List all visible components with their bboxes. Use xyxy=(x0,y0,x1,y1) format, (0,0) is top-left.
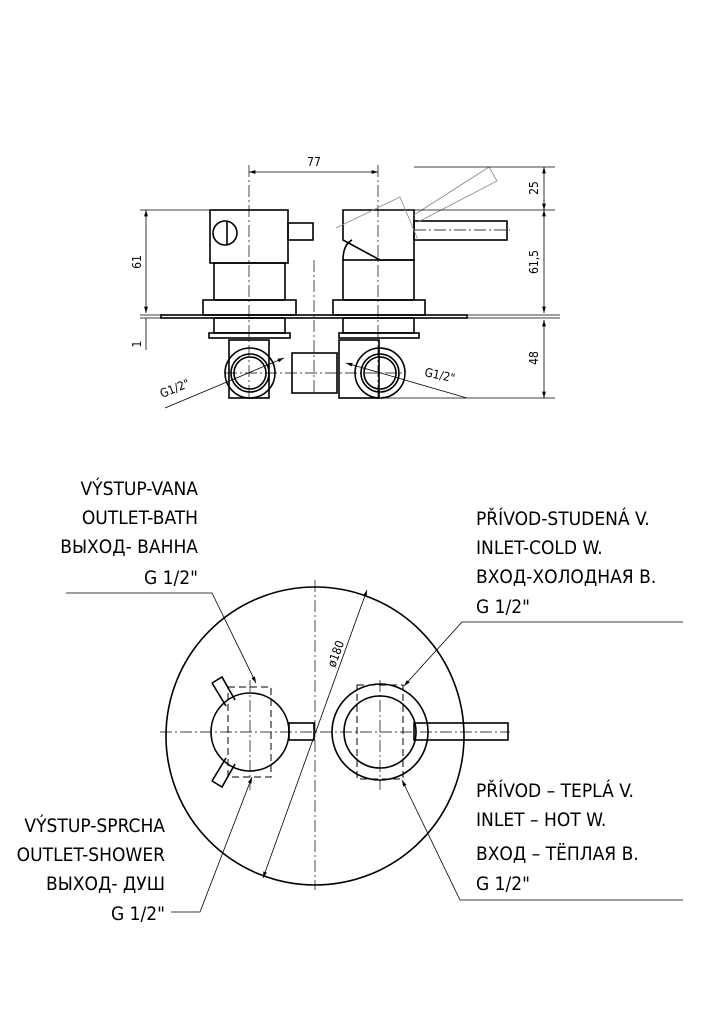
right-handle-body xyxy=(342,209,415,261)
svg-text:G 1/2": G 1/2" xyxy=(476,873,530,895)
label-outlet-bath: VÝSTUP-VANA OUTLET-BATH ВЫХОД- ВАННА G 1… xyxy=(60,477,198,589)
svg-text:ВХОД-ХОЛОДНАЯ В.: ВХОД-ХОЛОДНАЯ В. xyxy=(476,566,656,588)
dim-left-plate: 1 xyxy=(130,341,144,348)
svg-text:OUTLET-SHOWER: OUTLET-SHOWER xyxy=(17,844,165,866)
svg-text:ВХОД – ТЁПЛАЯ В.: ВХОД – ТЁПЛАЯ В. xyxy=(476,842,639,865)
svg-text:INLET – HOT W.: INLET – HOT W. xyxy=(476,809,606,831)
right-lever xyxy=(413,220,508,241)
svg-text:VÝSTUP-VANA: VÝSTUP-VANA xyxy=(80,477,198,500)
dim-spacing: 77 xyxy=(307,155,321,169)
thread-right-label: G1/2" xyxy=(423,365,456,385)
svg-text:PŘÍVOD-STUDENÁ V.: PŘÍVOD-STUDENÁ V. xyxy=(476,507,650,530)
svg-text:G 1/2": G 1/2" xyxy=(144,567,198,589)
label-inlet-hot: PŘÍVOD – TEPLÁ V. INLET – HOT W. ВХОД – … xyxy=(476,779,639,895)
mixer-lever xyxy=(413,722,509,741)
svg-text:G 1/2": G 1/2" xyxy=(476,596,530,618)
dim-right-mid: 61,5 xyxy=(527,250,541,274)
left-knob-icon xyxy=(212,220,238,246)
front-view: ø180 VÝSTUP-VANA OUTLET-BATH ВЫХОД- ВАНН… xyxy=(17,477,683,925)
svg-text:INLET-COLD W.: INLET-COLD W. xyxy=(476,537,603,559)
label-outlet-shower: VÝSTUP-SPRCHA OUTLET-SHOWER ВЫХОД- ДУШ G… xyxy=(17,814,166,925)
side-view: 77 61 1 25 61,5 48 G1/2" G1/2" xyxy=(130,155,560,409)
svg-text:G 1/2": G 1/2" xyxy=(111,903,165,925)
svg-text:OUTLET-BATH: OUTLET-BATH xyxy=(82,507,198,529)
dim-right-top: 25 xyxy=(527,181,541,195)
label-inlet-cold: PŘÍVOD-STUDENÁ V. INLET-COLD W. ВХОД-ХОЛ… xyxy=(476,507,656,618)
svg-text:ВЫХОД- ДУШ: ВЫХОД- ДУШ xyxy=(46,873,165,895)
svg-text:ВЫХОД- ВАННА: ВЫХОД- ВАННА xyxy=(60,536,198,558)
svg-text:VÝSTUP-SPRCHA: VÝSTUP-SPRCHA xyxy=(24,814,165,837)
dim-right-bottom: 48 xyxy=(527,351,541,365)
svg-text:PŘÍVOD – TEPLÁ V.: PŘÍVOD – TEPLÁ V. xyxy=(476,779,634,802)
thread-left-label: G1/2" xyxy=(158,376,192,400)
dim-left-height: 61 xyxy=(130,255,144,269)
